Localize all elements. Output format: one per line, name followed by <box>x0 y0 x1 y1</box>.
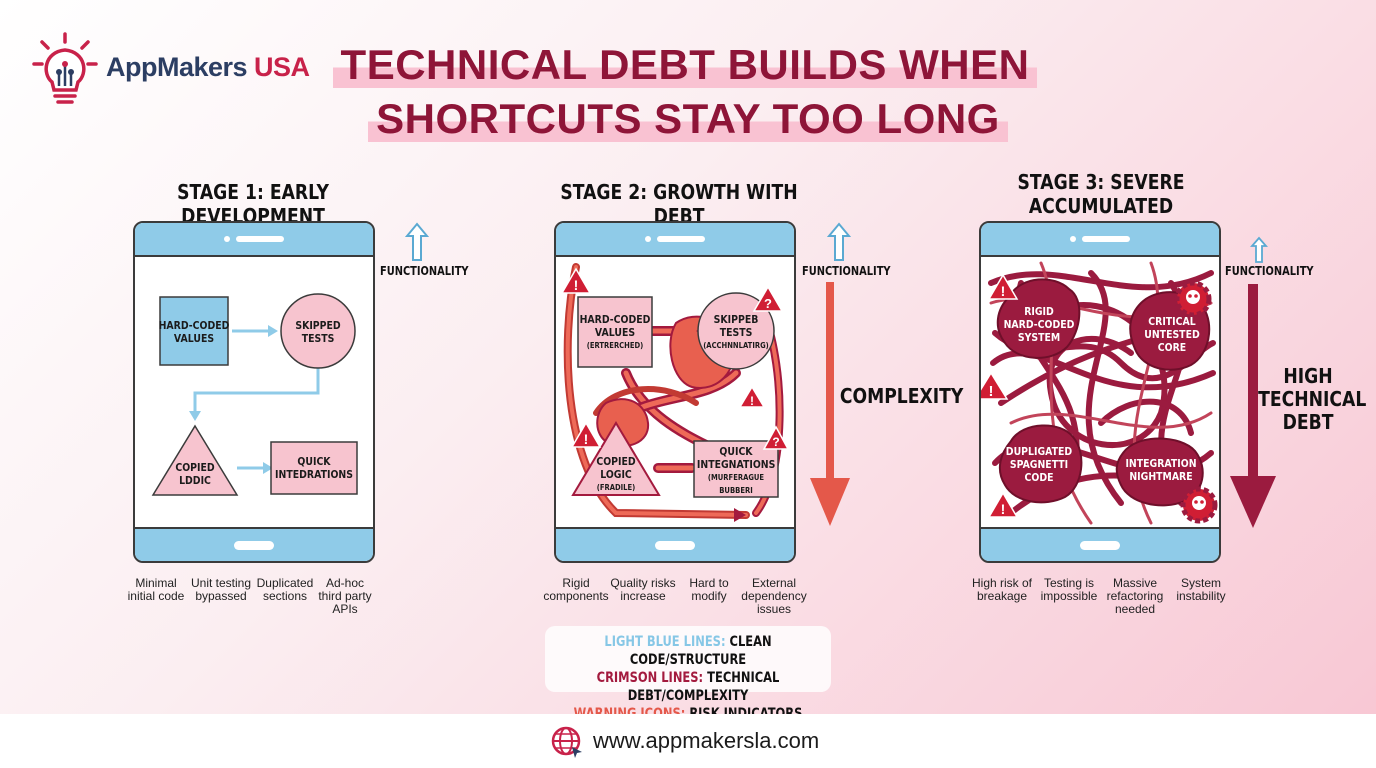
caption: Quality risks increase <box>610 576 676 603</box>
caption: Minimal initial code <box>127 576 185 603</box>
stage-3-functionality-label: FUNCTIONALITY <box>1225 264 1314 278</box>
caption: Ad-hoc third party APIs <box>318 576 372 616</box>
skipped-tests-label: SKIPPED TESTS <box>295 319 341 345</box>
question-icon: ? <box>762 425 790 450</box>
website-link[interactable]: www.appmakersla.com <box>593 728 820 753</box>
caption: Testing is impossible <box>1040 576 1098 603</box>
skipped-tests-node <box>697 292 775 370</box>
skipped-tests-label: SKIPPEB TESTS (ACCHNNLATIRG) <box>703 313 769 350</box>
svg-text:!: ! <box>750 394 754 408</box>
svg-text:!: ! <box>1001 501 1006 517</box>
arrow-up-icon <box>827 222 851 261</box>
title-line-2: SHORTCUTS STAY TOO LONG <box>368 96 1008 142</box>
title-line-1: TECHNICAL DEBT BUILDS WHEN <box>332 42 1038 88</box>
quick-integrations-label: QUICK INTEGNATIONS (MURFERAGUE BUBBERI <box>696 445 776 495</box>
gear-skull-icon <box>1174 280 1212 318</box>
globe-icon <box>551 726 582 758</box>
stage-1-functionality-label: FUNCTIONALITY <box>380 264 469 278</box>
high-technical-debt-label: HIGH TECHNICAL DEBT <box>1258 364 1367 434</box>
hard-coded-values-label: HARD-CODED VALUES (ERTRERCHED) <box>579 313 651 350</box>
caption: Hard to modify <box>689 576 729 603</box>
warning-icon: ! <box>981 371 1009 400</box>
rigid-system-node <box>996 278 1081 359</box>
caption: System instability <box>1176 576 1226 603</box>
stage-3-phone: ! ! ! RIGID NARD-CODED SYSTEM CRITICAL U… <box>979 221 1221 563</box>
copied-logic-label: COPIED LDDIC <box>175 461 215 487</box>
warning-icon: ! <box>987 273 1019 300</box>
arrow-up-icon <box>405 222 429 261</box>
stage-2-functionality-label: FUNCTIONALITY <box>802 264 891 278</box>
warning-icon: ! <box>570 421 602 448</box>
arrow-down-icon <box>810 282 850 526</box>
arrow-down-icon <box>1230 284 1276 528</box>
copied-logic-node <box>151 424 239 496</box>
caption: Duplicated sections <box>256 576 314 603</box>
skipped-tests-node <box>280 293 356 369</box>
hard-coded-values-label: HARD-CODED VALUES <box>158 319 230 345</box>
copied-logic-label: COPIED LOGIC (FRADILE) <box>596 455 636 492</box>
page-title: TECHNICAL DEBT BUILDS WHEN SHORTCUTS STA… <box>0 42 1376 142</box>
hard-coded-values-node <box>577 296 653 368</box>
caption: Massive refactoring needed <box>1106 576 1164 616</box>
duplicated-code-node <box>998 424 1083 504</box>
copied-logic-node <box>571 421 661 496</box>
quick-integrations-label: QUICK INTEDRATIONS <box>275 455 353 481</box>
arrow-up-icon <box>1250 236 1268 263</box>
svg-text:?: ? <box>764 296 772 311</box>
caption: High risk of breakage <box>971 576 1033 603</box>
svg-text:!: ! <box>574 277 579 293</box>
footer: www.appmakersla.com <box>0 714 1376 768</box>
svg-text:!: ! <box>584 431 589 447</box>
brand-name: AppMakers USA <box>106 52 310 82</box>
brand-logo: AppMakers USA <box>30 30 350 110</box>
warning-icon: ! <box>560 267 592 294</box>
rigid-system-label: RIGID NARD-CODED SYSTEM <box>1003 305 1075 344</box>
quick-integrations-node <box>693 440 779 498</box>
caption: Unit testing bypassed <box>190 576 252 603</box>
warning-icon: ! <box>987 491 1019 518</box>
hard-coded-values-node <box>159 296 229 366</box>
legend-row: LIGHT BLUE LINES: CLEAN CODE/STRUCTURE <box>604 634 772 668</box>
quick-integrations-node <box>270 441 358 495</box>
legend: LIGHT BLUE LINES: CLEAN CODE/STRUCTURE C… <box>545 626 831 722</box>
svg-text:!: ! <box>989 383 994 400</box>
legend-row: CRIMSON LINES: TECHNICAL DEBT/COMPLEXITY <box>596 670 780 704</box>
svg-text:?: ? <box>772 435 779 449</box>
integration-nightmare-label: INTEGRATION NIGHTMARE <box>1125 457 1197 483</box>
lightbulb-logo-icon <box>32 32 98 104</box>
gear-skull-icon <box>1180 486 1218 524</box>
warning-icon: ! <box>738 385 766 408</box>
question-icon: ? <box>752 285 784 312</box>
stage-1-phone: HARD-CODED VALUES SKIPPED TESTS COPIED L… <box>133 221 375 563</box>
caption: External dependency issues <box>741 576 807 616</box>
critical-core-label: CRITICAL UNTESTED CORE <box>1144 315 1200 354</box>
duplicated-code-label: DUPLIGATED SPAGNETTI CODE <box>1005 445 1073 484</box>
svg-text:!: ! <box>1001 283 1006 299</box>
stage-2-phone: ! ! ! ? ? HARD-CODED VALUES (ERTRERCHED)… <box>554 221 796 563</box>
caption: Rigid components <box>543 576 609 603</box>
complexity-label: COMPLEXITY <box>839 384 964 408</box>
